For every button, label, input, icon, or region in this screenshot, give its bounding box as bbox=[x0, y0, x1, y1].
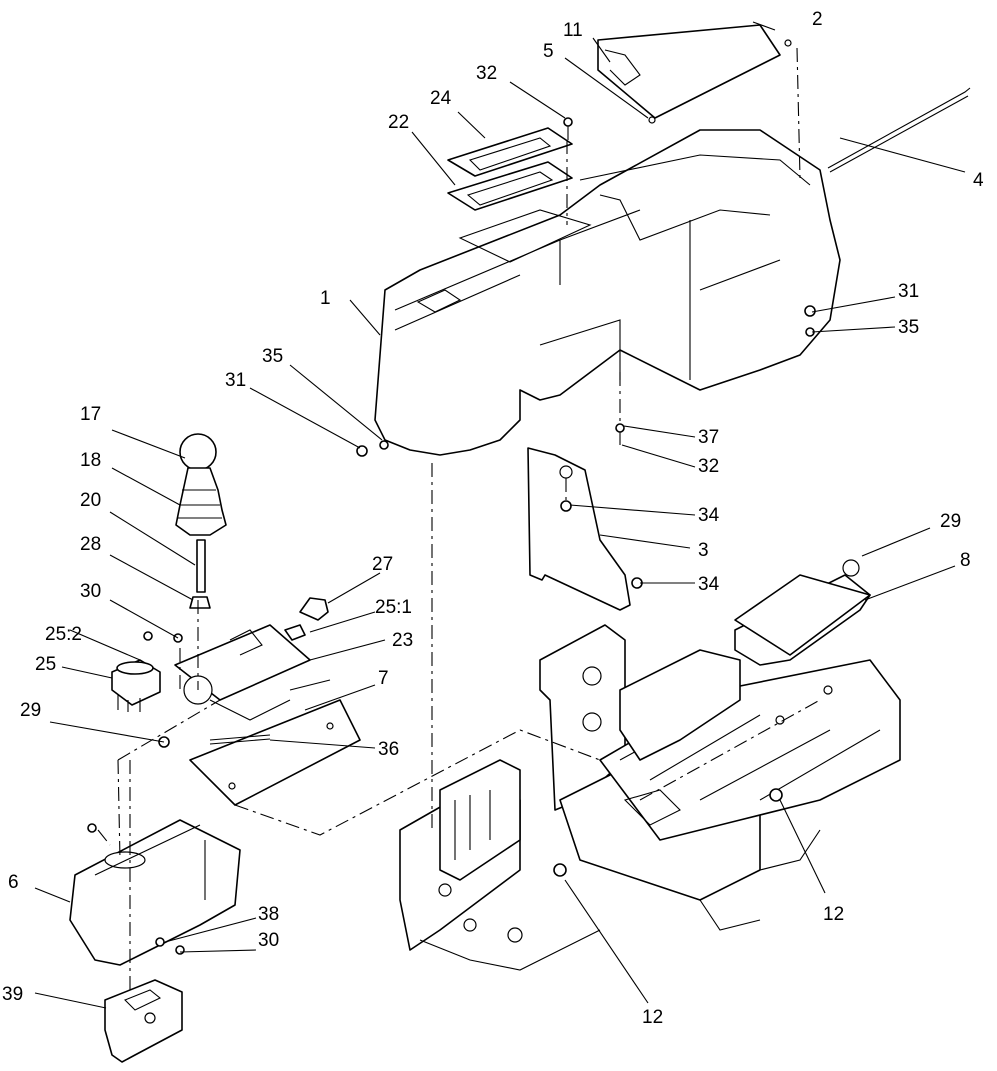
rod bbox=[827, 87, 971, 173]
callout-3: 3 bbox=[698, 540, 709, 561]
callout-32-lower: 32 bbox=[698, 456, 719, 477]
callout-18: 18 bbox=[80, 450, 101, 471]
callout-22: 22 bbox=[388, 112, 409, 133]
callout-30-lower: 30 bbox=[258, 930, 279, 951]
shift-plates bbox=[447, 127, 573, 211]
callout-27: 27 bbox=[372, 554, 393, 575]
callout-5: 5 bbox=[543, 41, 554, 62]
callout-20: 20 bbox=[80, 490, 101, 511]
callout-labels: 1 2 3 4 5 6 7 8 11 12 12 17 18 20 22 23 … bbox=[2, 9, 984, 1028]
callout-12-lower: 12 bbox=[642, 1007, 663, 1028]
callout-34-lower: 34 bbox=[698, 574, 720, 595]
callout-31-left: 31 bbox=[225, 370, 246, 391]
callout-7: 7 bbox=[378, 668, 389, 689]
callout-1: 1 bbox=[320, 288, 331, 309]
control-bracket bbox=[174, 624, 361, 806]
console-pod bbox=[374, 129, 841, 456]
frame-assembly bbox=[399, 574, 901, 971]
callout-25-1: 25:1 bbox=[375, 597, 412, 618]
callout-37: 37 bbox=[698, 427, 719, 448]
callout-29-right: 29 bbox=[940, 511, 961, 532]
right-plate bbox=[734, 559, 871, 656]
switch-assembly bbox=[111, 659, 161, 712]
callout-4: 4 bbox=[973, 170, 984, 191]
callout-25-2: 25:2 bbox=[45, 624, 82, 645]
callout-38: 38 bbox=[258, 904, 279, 925]
callout-12-right: 12 bbox=[823, 904, 844, 925]
callout-35-right: 35 bbox=[898, 317, 919, 338]
callout-23: 23 bbox=[392, 630, 413, 651]
cover-panel bbox=[597, 24, 792, 124]
callout-8: 8 bbox=[960, 550, 971, 571]
callout-39: 39 bbox=[2, 984, 23, 1005]
knob bbox=[284, 597, 329, 641]
callout-24: 24 bbox=[430, 88, 452, 109]
alignment-lines bbox=[97, 47, 821, 990]
pin bbox=[209, 734, 271, 745]
callout-2: 2 bbox=[812, 9, 823, 30]
leader-lines bbox=[34, 21, 966, 1009]
callout-30-upper: 30 bbox=[80, 581, 101, 602]
lower-cover bbox=[69, 819, 241, 966]
callout-32-top: 32 bbox=[476, 63, 497, 84]
callout-31-right: 31 bbox=[898, 281, 919, 302]
callout-29-left: 29 bbox=[20, 700, 41, 721]
callout-11: 11 bbox=[563, 20, 583, 41]
callout-35-left: 35 bbox=[262, 346, 283, 367]
callout-28: 28 bbox=[80, 534, 101, 555]
callout-17: 17 bbox=[80, 404, 101, 425]
callout-25: 25 bbox=[35, 654, 56, 675]
callout-34-upper: 34 bbox=[698, 505, 720, 526]
lever-assembly bbox=[175, 433, 227, 609]
callout-6: 6 bbox=[8, 872, 19, 893]
side-panel bbox=[527, 447, 631, 611]
lower-bracket bbox=[104, 979, 183, 1063]
callout-36: 36 bbox=[378, 739, 399, 760]
